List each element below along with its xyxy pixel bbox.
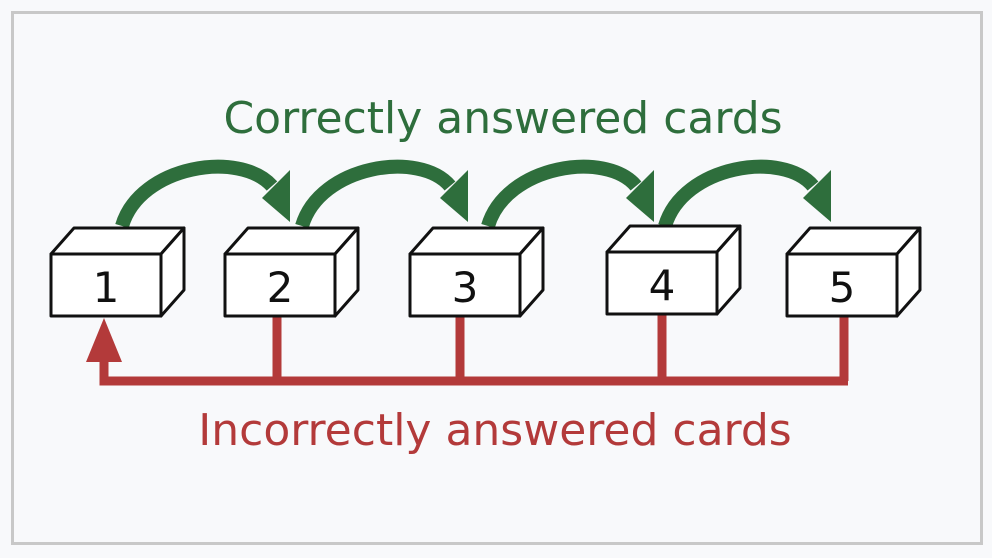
green-arrowhead-5 bbox=[803, 170, 831, 222]
green-arc-1-2 bbox=[115, 159, 278, 229]
correct-caption: Correctly answered cards bbox=[223, 93, 782, 144]
box-label-1: 1 bbox=[93, 263, 120, 312]
green-arrowhead-4 bbox=[626, 170, 654, 222]
incorrect-return-path bbox=[99, 314, 849, 386]
green-arrowhead-2 bbox=[262, 170, 290, 222]
box-3 bbox=[408, 226, 545, 318]
incorrect-caption: Incorrectly answered cards bbox=[198, 405, 791, 456]
box-label-5: 5 bbox=[829, 263, 856, 312]
box-2 bbox=[223, 226, 360, 318]
box-label-4: 4 bbox=[649, 261, 676, 310]
green-arc-2-3 bbox=[295, 159, 456, 229]
correct-arcs bbox=[115, 159, 819, 229]
box-label-2: 2 bbox=[267, 263, 294, 312]
box-label-3: 3 bbox=[452, 263, 479, 312]
green-arc-4-5 bbox=[658, 159, 819, 229]
red-horizontal-line bbox=[99, 352, 848, 386]
box-5 bbox=[785, 226, 922, 318]
box-4 bbox=[605, 224, 742, 316]
green-arc-3-4 bbox=[481, 159, 642, 229]
box-1 bbox=[49, 226, 186, 318]
red-arrowhead bbox=[86, 318, 122, 362]
green-arrowheads bbox=[262, 170, 831, 222]
green-arrowhead-3 bbox=[440, 170, 468, 222]
